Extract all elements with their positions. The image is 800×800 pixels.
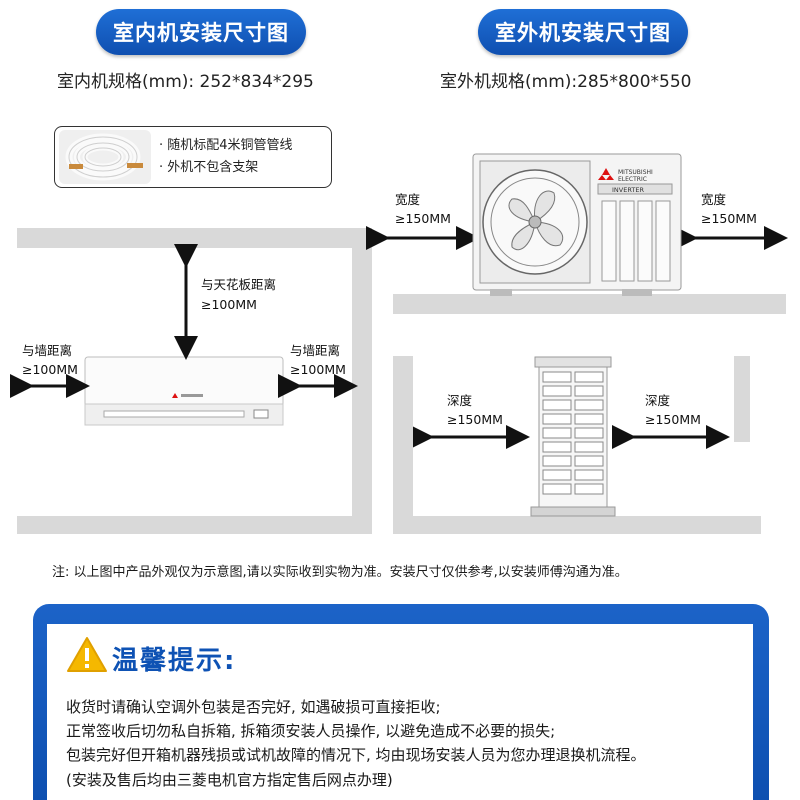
outdoor-title: 室外机安装尺寸图	[478, 9, 688, 55]
ceiling-value: ≥100MM	[201, 297, 257, 312]
outdoor-spec: 室外机规格(mm):285*800*550	[440, 72, 692, 92]
outdoor-left-wall	[393, 356, 413, 534]
width-left-label: 宽度	[395, 192, 421, 207]
outdoor-floor-wall	[393, 516, 761, 534]
indoor-ceiling-wall	[17, 228, 372, 248]
depth-left-label: 深度	[447, 393, 473, 408]
outdoor-unit-front: MITSUBISHI ELECTRIC INVERTER	[472, 153, 682, 296]
depth-right-label: 深度	[645, 393, 671, 408]
indoor-title: 室内机安装尺寸图	[96, 9, 306, 55]
width-right-value: ≥150MM	[701, 211, 757, 226]
footnote: 注: 以上图中产品外观仅为示意图,请以实际收到实物为准。安装尺寸仅供参考,以安装…	[52, 565, 628, 580]
brand-line1: MITSUBISHI	[618, 169, 653, 176]
outdoor-shelf	[393, 294, 786, 314]
warning-line-2: 正常签收后切勿私自拆箱, 拆箱须安装人员操作, 以避免造成不必要的损失;	[66, 722, 556, 740]
warning-panel-inner	[47, 624, 753, 800]
indoor-unit	[84, 356, 284, 426]
indoor-floor-wall	[17, 516, 372, 534]
depth-right-value: ≥150MM	[645, 412, 701, 427]
inverter-badge: INVERTER	[612, 186, 644, 194]
wall-right-value: ≥100MM	[290, 362, 346, 377]
depth-left-value: ≥150MM	[447, 412, 503, 427]
indoor-spec: 室内机规格(mm): 252*834*295	[57, 72, 314, 92]
brand-line2: ELECTRIC	[618, 176, 647, 183]
accessory-note-pipe: · 随机标配4米铜管管线	[159, 138, 293, 153]
width-left-value: ≥150MM	[395, 211, 451, 226]
outdoor-right-wall	[734, 356, 750, 442]
warning-line-3: 包装完好但开箱机器残损或试机故障的情况下, 均由现场安装人员为您办理退换机流程。	[66, 746, 646, 764]
copper-pipe-image	[59, 130, 151, 184]
ceiling-label: 与天花板距离	[201, 277, 277, 292]
warning-line-4: (安装及售后均由三菱电机官方指定售后网点办理)	[66, 771, 393, 789]
wall-right-label: 与墙距离	[290, 343, 341, 358]
warning-icon	[67, 637, 107, 672]
width-right-label: 宽度	[701, 192, 727, 207]
accessory-note-bracket: · 外机不包含支架	[159, 160, 259, 175]
wall-left-value: ≥100MM	[22, 362, 78, 377]
accessory-box: · 随机标配4米铜管管线 · 外机不包含支架	[54, 126, 332, 188]
wall-left-label: 与墙距离	[22, 343, 73, 358]
warning-line-1: 收货时请确认空调外包装是否完好, 如遇破损可直接拒收;	[66, 698, 441, 716]
indoor-right-wall	[352, 228, 372, 534]
outdoor-unit-side	[530, 356, 616, 517]
warning-title: 温馨提示:	[112, 646, 237, 676]
